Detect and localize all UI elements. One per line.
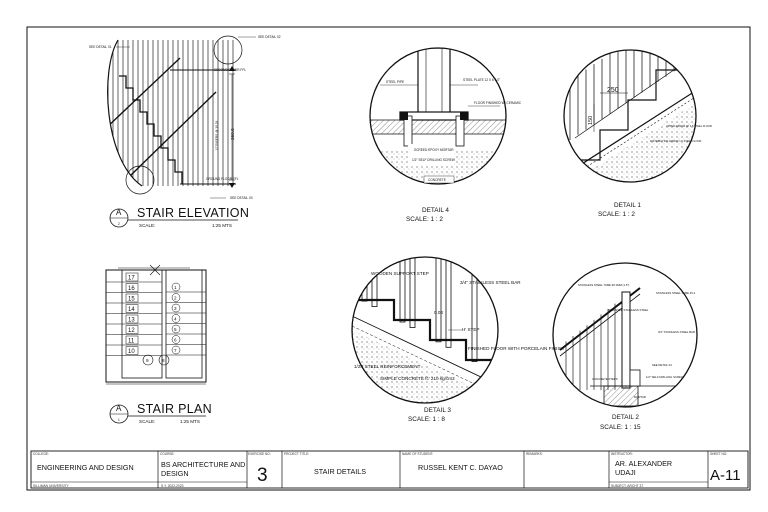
d1-label-upper: UPPER ARMOR W/ 1.5 STEEL FLOOR bbox=[666, 124, 712, 128]
svg-text:2: 2 bbox=[118, 222, 120, 226]
plan-step-6: 6 bbox=[174, 338, 177, 343]
d4-concrete: CONCRETE bbox=[428, 178, 446, 182]
detail-1-scale: SCALE: 1 : 2 bbox=[598, 211, 635, 218]
title-block: COLLEGE: ENGINEERING AND DESIGN SILLIMAN… bbox=[30, 450, 749, 489]
plan-step-3: 3 bbox=[174, 306, 177, 311]
elevation-title: STAIR ELEVATION bbox=[137, 206, 249, 220]
detail-4-drawing: STEEL PIPE STEEL PLATE 12 X 6 1/2" FLOOR… bbox=[369, 47, 522, 223]
course-label: COURSE: bbox=[160, 452, 175, 456]
elevation-riser-note: 17 RISERS @ 15.29 bbox=[215, 120, 219, 150]
remarks-label: REMARKS: bbox=[526, 452, 543, 456]
instructor-value-line1: AR. ALEXANDER bbox=[615, 459, 672, 468]
project-label: PROJECT TITLE: bbox=[284, 452, 309, 456]
plan-step-17: 17 bbox=[128, 276, 135, 282]
plan-step-13: 13 bbox=[128, 318, 135, 324]
detail-4-title: DETAIL 4 bbox=[422, 207, 449, 214]
d2-baluster: BALUSTER STAINLESS STEEL bbox=[608, 308, 649, 312]
plan-step-8: 8 bbox=[162, 358, 165, 363]
elevation-steps bbox=[119, 75, 183, 184]
plan-step-15: 15 bbox=[128, 297, 135, 303]
d2-stainless-mid: 3/4" STAINLESS STEEL BAR bbox=[658, 330, 695, 334]
detail-4-scale: SCALE: 1 : 2 bbox=[406, 216, 443, 223]
d3-dim: 0.04 bbox=[434, 310, 443, 315]
plan-title: STAIR PLAN bbox=[137, 402, 212, 416]
d2-mortar: MORTAR bbox=[634, 395, 646, 399]
d3-stainless: 3/4" STAINLESS STEEL BAR bbox=[460, 280, 521, 285]
d4-drilling: 1/2" SELF DRILLING SCREW bbox=[412, 158, 455, 162]
d2-concrete: CONCRETE STEPS bbox=[592, 377, 618, 381]
school-year-value: S.Y. 2022-2023 bbox=[161, 484, 184, 488]
d3-wooden: WOODEN SUPPORT STEP bbox=[371, 271, 429, 276]
university-value: SILLIMAN UNIVERSITY bbox=[33, 484, 70, 488]
d2-see-detail: SEE DETAIL 04 bbox=[652, 363, 672, 367]
d1-dim-vertical: 150 bbox=[588, 116, 594, 125]
svg-text:SCALE:: SCALE: bbox=[139, 419, 155, 424]
college-value: ENGINEERING AND DESIGN bbox=[37, 463, 134, 472]
instructor-label: INSTRUCTOR: bbox=[611, 452, 633, 456]
d4-screed: SCREED EPOXY MORTAR bbox=[414, 148, 454, 152]
plan-step-1: 1 bbox=[174, 285, 177, 290]
elevation-balusters bbox=[107, 40, 234, 186]
plan-step-14: 14 bbox=[128, 307, 135, 313]
plan-step-9: 9 bbox=[146, 358, 149, 363]
callout-detail-02: SEE DETAIL 02 bbox=[258, 35, 281, 39]
detail-2-title: DETAIL 2 bbox=[612, 414, 639, 421]
detail-3-drawing: WOODEN SUPPORT STEP 3/4" STAINLESS STEEL… bbox=[351, 256, 564, 423]
d2-stainless-top: STAINLESS STEEL TUBE 25.4 bbox=[656, 291, 696, 295]
plan-step-12: 12 bbox=[128, 328, 135, 334]
label-ground-floor: GROUND FLOOR FFL bbox=[206, 177, 239, 181]
d4-floor-finish: FLOOR FINISHED W/ CERAMIC bbox=[474, 101, 522, 105]
svg-text:1:25 MTS: 1:25 MTS bbox=[212, 223, 232, 228]
plan-step-7: 7 bbox=[174, 348, 177, 353]
sheet-value: A-11 bbox=[710, 467, 741, 484]
elevation-height-dim: 260.0 bbox=[230, 128, 235, 140]
subject-value: SUBJECT: ARCHT 37 bbox=[611, 484, 643, 488]
detail-3-scale: SCALE: 1 : 8 bbox=[408, 416, 445, 423]
college-label: COLLEGE: bbox=[33, 452, 49, 456]
d1-label-lower: DISTRIBUTION ARMOR 1.5 STEEL FLOOR bbox=[650, 139, 701, 143]
exercise-value: 3 bbox=[257, 465, 268, 486]
svg-text:SCALE:: SCALE: bbox=[139, 223, 155, 228]
instructor-value-line2: UDAJI bbox=[615, 468, 636, 477]
course-value-line1: BS ARCHITECTURE AND bbox=[161, 460, 245, 469]
d3-h-step: H' STEP bbox=[462, 327, 479, 332]
callout-detail-01: SEE DETAIL 01 bbox=[89, 45, 112, 49]
d4-steel-pipe: STEEL PIPE bbox=[386, 80, 404, 84]
exercise-label: EXERCISE NO: bbox=[248, 452, 271, 456]
svg-text:1: 1 bbox=[118, 418, 120, 422]
svg-text:A: A bbox=[116, 208, 122, 217]
student-value: RUSSEL KENT C. DAYAO bbox=[418, 463, 503, 472]
d4-steel-plate: STEEL PLATE 12 X 6 1/2" bbox=[463, 78, 500, 82]
plan-step-2: 2 bbox=[174, 296, 177, 301]
plan-step-11: 11 bbox=[128, 339, 135, 345]
d3-steel-reinf: 1/2P STEEL REINFORCEMENT bbox=[354, 364, 421, 369]
svg-text:1:25 MTS: 1:25 MTS bbox=[180, 419, 200, 424]
detail-1-title: DETAIL 1 bbox=[614, 202, 641, 209]
project-value: STAIR DETAILS bbox=[314, 467, 366, 476]
d2-tube: STAINLESS STEEL TUBE 38.1MM (1.5") bbox=[578, 283, 629, 287]
d3-finished: FINISHED FLOOR WITH PORCELAIN FINISH bbox=[468, 346, 564, 351]
detail-2-scale: SCALE: 1 : 15 bbox=[600, 424, 641, 431]
label-second-floor: SECOND FLOOR FFL bbox=[214, 68, 246, 72]
plan-step-16: 16 bbox=[128, 286, 135, 292]
d3-concrete: SIMPLE CONCRETE fc' 210 kg/cm2 bbox=[380, 376, 455, 381]
sheet-label: SHEET NO: bbox=[710, 452, 727, 456]
svg-text:A: A bbox=[116, 404, 122, 413]
d1-dim-horizontal: 250 bbox=[607, 87, 619, 94]
plan-step-4: 4 bbox=[174, 317, 177, 322]
detail-1-drawing: 250 150 UPPER ARMOR W/ 1.5 STEEL FLOOR D… bbox=[563, 49, 712, 218]
course-value-line2: DESIGN bbox=[161, 469, 189, 478]
d2-drilling: 1/2" SELF DRILLING SCREW bbox=[646, 375, 684, 379]
sheet-border bbox=[26, 26, 751, 491]
student-label: NAME OF STUDENT: bbox=[402, 452, 433, 456]
plan-step-5: 5 bbox=[174, 327, 177, 332]
stair-elevation-drawing: 260.0 17 RISERS @ 15.29 SEE DETAIL 01 SE… bbox=[89, 35, 281, 228]
detail-3-title: DETAIL 3 bbox=[424, 407, 451, 414]
callout-detail-03: SEE DETAIL 03 bbox=[230, 196, 253, 200]
detail-2-drawing: STAINLESS STEEL TUBE 38.1MM (1.5") STAIN… bbox=[552, 262, 698, 431]
plan-step-10: 10 bbox=[128, 349, 135, 355]
